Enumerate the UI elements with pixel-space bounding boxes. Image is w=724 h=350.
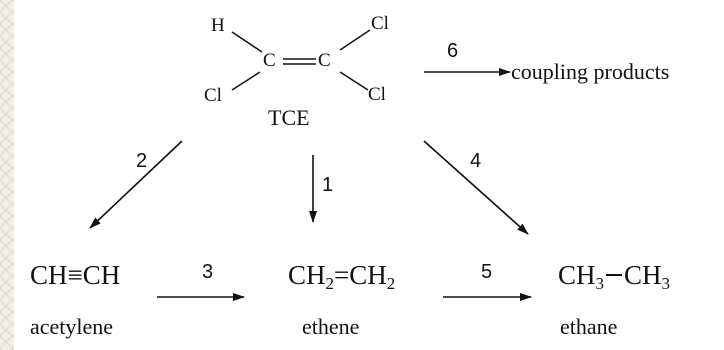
tce-atom-cl-top-right: Cl <box>371 13 389 34</box>
ethene-double-bond: = <box>334 260 350 290</box>
pathway-6-label: 6 <box>447 40 459 62</box>
ethane-ch3-a: CH <box>558 260 596 290</box>
bond-c-cl-left <box>231 71 261 91</box>
pathway-1-label: 1 <box>322 174 334 196</box>
pathway-3-label: 3 <box>202 261 214 283</box>
ethane-name: ethane <box>560 314 618 339</box>
tce-atom-cl-bottom-right: Cl <box>368 84 386 105</box>
ethene-ch2-a: CH <box>288 260 326 290</box>
ethene-sub-a: 2 <box>325 274 335 293</box>
ethene-ch2-b: CH <box>349 260 387 290</box>
coupling-products-label: coupling products <box>511 59 670 84</box>
ethane-ch3-b: CH <box>624 260 662 290</box>
pathway-4-label: 4 <box>470 150 482 172</box>
tce-atom-cl-bottom-left: Cl <box>204 85 222 106</box>
ethane-sub-a: 3 <box>595 274 605 293</box>
acetylene-formula: CH≡CH <box>30 260 121 290</box>
bond-h-c <box>231 31 263 53</box>
tce-atom-c2: C <box>318 50 331 71</box>
tce-atom-c1: C <box>263 50 276 71</box>
ethane-single-bond <box>606 274 623 276</box>
arrow-2 <box>89 140 183 229</box>
ethane-sub-b: 3 <box>661 274 671 293</box>
arrow-4 <box>423 140 529 235</box>
tce-atom-h: H <box>211 15 225 36</box>
tce-label: TCE <box>268 105 310 130</box>
diagram-panel <box>14 0 724 350</box>
pathway-2-label: 2 <box>136 150 148 172</box>
pathway-5-label: 5 <box>481 261 493 283</box>
acetylene-name: acetylene <box>30 314 114 339</box>
ethene-sub-b: 2 <box>386 274 396 293</box>
ethene-name: ethene <box>302 314 360 339</box>
bond-c-cl-top <box>339 29 371 51</box>
bond-c-cl-right <box>339 71 369 91</box>
ethene-formula: CH2=CH2 <box>288 260 396 293</box>
